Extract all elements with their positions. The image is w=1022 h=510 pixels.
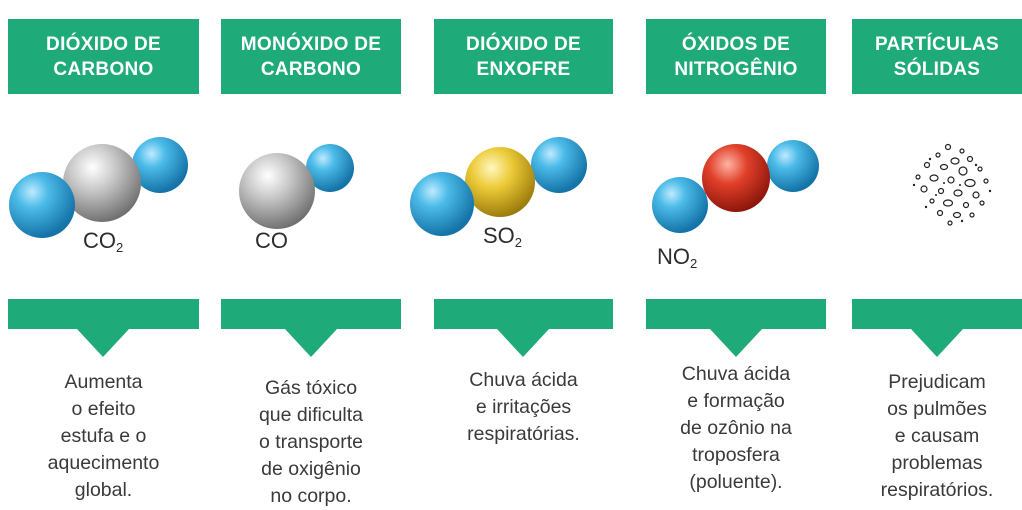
header-no2-line1: ÓXIDOS DE [681, 33, 791, 55]
particles-cluster-icon [912, 143, 992, 226]
header-co-line1: MONÓXIDO DE [240, 33, 382, 55]
header-co2: DIÓXIDO DE CARBONO [8, 19, 199, 94]
header-so2-line2: ENXOFRE [476, 58, 571, 80]
co2-oxygen-atom-right [132, 137, 188, 193]
header-particles-line1: PARTÍCULAS [874, 33, 1000, 55]
co-carbon-atom [239, 153, 315, 229]
no2-formula-sub: 2 [690, 256, 698, 271]
co-oxygen-atom [306, 144, 354, 192]
so2-molecule-icon [410, 137, 587, 236]
co2-molecule-icon [9, 137, 188, 238]
header-particles: PARTÍCULAS SÓLIDAS [852, 19, 1022, 94]
no2-molecule-icon [652, 140, 819, 233]
header-no2-line2: NITROGÊNIO [674, 58, 798, 80]
no2-oxygen-atom-right [767, 140, 819, 192]
co-formula: CO [255, 230, 288, 259]
co2-formula-sub: 2 [116, 240, 124, 255]
co2-carbon-atom [63, 144, 141, 222]
co-arrow-icon [221, 299, 401, 357]
no2-formula: NO2 [657, 246, 697, 275]
co-molecule-icon [239, 144, 354, 229]
so2-oxygen-atom-left [410, 172, 474, 236]
co-formula-main: CO [255, 228, 288, 253]
co2-formula-main: CO [83, 228, 116, 253]
so2-formula: SO2 [483, 225, 522, 254]
no2-arrow-icon [646, 299, 826, 357]
so2-arrow-icon [434, 299, 613, 357]
so2-sulfur-atom [465, 147, 535, 217]
co2-formula: CO2 [83, 230, 123, 259]
so2-oxygen-atom-right [531, 137, 587, 193]
so2-formula-main: SO [483, 223, 515, 248]
no2-formula-main: NO [657, 244, 690, 269]
co-description: Gás tóxico que dificulta o transporte de… [258, 377, 364, 507]
co2-description: Aumenta o efeito estufa e o aquecimento … [47, 371, 160, 501]
header-co2-line1: DIÓXIDO DE [46, 33, 161, 55]
header-co2-line2: CARBONO [53, 58, 154, 80]
co2-arrow-icon [8, 299, 199, 357]
header-so2-line1: DIÓXIDO DE [466, 33, 581, 55]
no2-oxygen-atom-left [652, 177, 708, 233]
no2-nitrogen-atom [702, 144, 770, 212]
no2-description: Chuva ácida e formação de ozônio na trop… [680, 363, 792, 493]
co2-oxygen-atom-left [9, 172, 75, 238]
particles-arrow-icon [852, 299, 1022, 357]
so2-description: Chuva ácida e irritações respiratórias. [467, 369, 580, 445]
header-so2: DIÓXIDO DE ENXOFRE [434, 19, 613, 94]
header-particles-line2: SÓLIDAS [893, 58, 981, 80]
so2-formula-sub: 2 [514, 235, 523, 250]
particles-description: Prejudicam os pulmões e causam problemas… [880, 371, 994, 501]
header-co-line2: CARBONO [260, 58, 362, 80]
header-no2: ÓXIDOS DE NITROGÊNIO [646, 19, 826, 94]
header-co: MONÓXIDO DE CARBONO [221, 19, 401, 94]
